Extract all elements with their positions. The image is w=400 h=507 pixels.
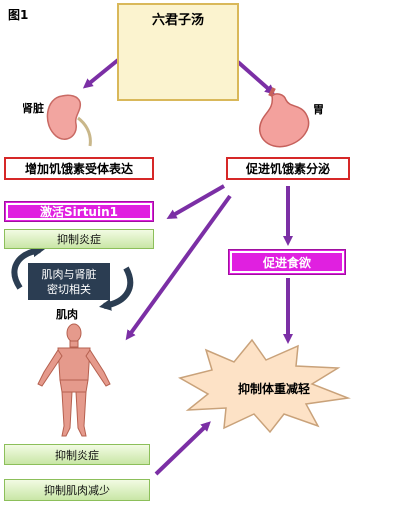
- ghrelin-secretion-box: 促进饥饿素分泌: [226, 157, 350, 180]
- figure-label: 图1: [8, 8, 29, 22]
- muscle-body-illustration: [37, 323, 111, 437]
- kidney-illustration: [46, 94, 92, 147]
- arrow-muscle-loss-to-weight: [154, 421, 211, 476]
- ghrelin-receptor-box: 增加饥饿素受体表达: [4, 157, 154, 180]
- arrow-herb-to-stomach: [236, 60, 275, 95]
- kidney-label: 肾脏: [22, 102, 44, 115]
- weight-loss-starburst: [178, 338, 351, 434]
- cycle-arrow-right: [99, 266, 134, 311]
- stomach-label: 胃: [313, 103, 324, 116]
- cycle-arrow-left: [11, 245, 45, 290]
- arrow-secretion-to-sirtuin: [166, 184, 225, 219]
- sirtuin-box: 激活Sirtuin1: [4, 201, 154, 222]
- anti-inflammation-bottom-box: 抑制炎症: [4, 444, 150, 465]
- weight-loss-label: 抑制体重减轻: [238, 382, 311, 396]
- arrow-secretion-to-muscle: [125, 194, 232, 341]
- muscle-loss-box: 抑制肌肉减少: [4, 479, 150, 501]
- muscle-label: 肌肉: [56, 308, 78, 321]
- stomach-illustration: [259, 87, 310, 148]
- anti-inflammation-top-box: 抑制炎症: [4, 229, 154, 249]
- appetite-box: 促进食欲: [228, 249, 346, 275]
- relation-line-2: 密切相关: [47, 282, 91, 296]
- arrow-herb-to-kidney: [82, 58, 120, 89]
- herb-formula-title: 六君子汤: [151, 13, 204, 28]
- muscle-kidney-relation-box: 肌肉与肾脏 密切相关: [28, 263, 110, 300]
- herb-formula-box: 六君子汤: [117, 3, 239, 101]
- relation-line-1: 肌肉与肾脏: [41, 267, 97, 281]
